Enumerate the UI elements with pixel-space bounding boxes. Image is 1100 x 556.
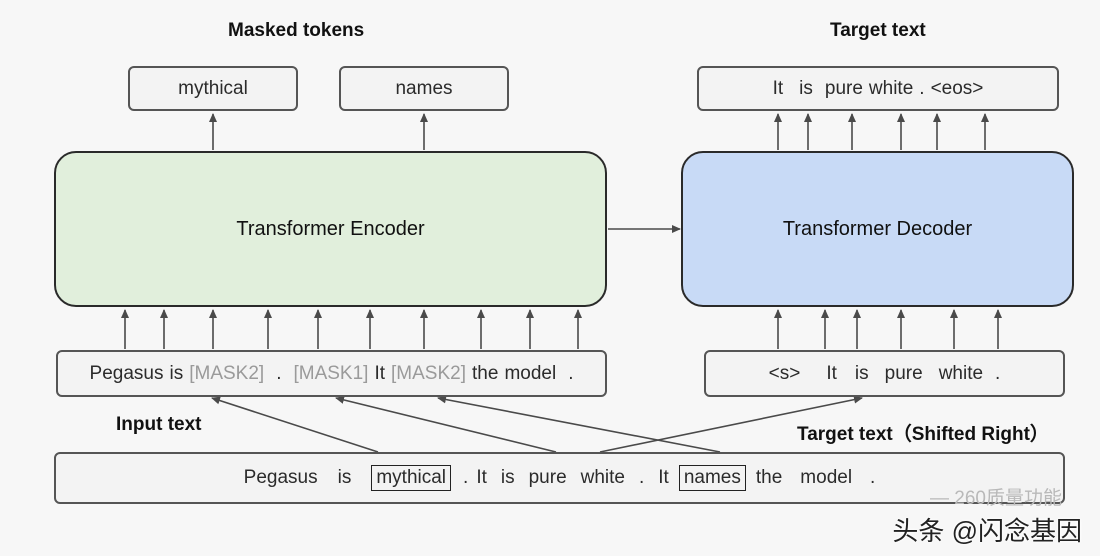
masked-output-names: names (339, 66, 509, 111)
decoder-input-token: . (995, 362, 1001, 384)
watermark-faint-text: — 260质量功能 (930, 488, 1062, 509)
source-token: . (639, 467, 645, 488)
source-token: is (337, 467, 352, 488)
target-output-token: pure (824, 77, 863, 99)
arrow-sentence-to-mask2a (335, 396, 557, 453)
encoder-input-token: is (169, 362, 184, 384)
decoder-input-token: <s> (768, 362, 801, 384)
source-token: It (658, 467, 669, 488)
decoder-input-token: is (854, 362, 869, 384)
source-token: pure (528, 467, 567, 488)
encoder-input-mask-token: [MASK1] (293, 362, 369, 384)
transformer-decoder: Transformer Decoder (681, 151, 1074, 307)
encoder-input-token: the (472, 362, 499, 384)
target-output-token: is (799, 77, 813, 99)
source-token: It (476, 467, 487, 488)
source-token: . (870, 467, 876, 488)
heading-target-shifted: Target text（Shifted Right） (797, 424, 1049, 445)
encoder-input-token: Pegasus (89, 362, 164, 384)
source-token: . (463, 467, 469, 488)
heading-masked-tokens: Masked tokens (228, 20, 365, 41)
transformer-encoder: Transformer Encoder (54, 151, 607, 307)
arrow-mythical-to-mask1 (211, 396, 379, 453)
encoder-label: Transformer Encoder (236, 217, 425, 240)
encoder-input-box: Pegasus is [MASK2] . [MASK1] It [MASK2] … (56, 350, 607, 397)
encoder-input-token: . (568, 362, 574, 384)
decoder-label: Transformer Decoder (782, 217, 973, 240)
masked-output-label: names (395, 77, 453, 99)
source-token-masked-names: names (678, 465, 746, 491)
decoder-input-token: pure (884, 362, 923, 384)
source-token: is (500, 467, 515, 488)
target-output-token: It (772, 77, 784, 99)
source-token: white (580, 467, 625, 488)
encoder-input-mask-token: [MASK2] (189, 362, 265, 384)
source-token: the (755, 467, 783, 488)
target-output-token: . (919, 77, 925, 99)
decoder-input-token: It (826, 362, 837, 384)
source-token: Pegasus (243, 467, 318, 488)
masked-output-mythical: mythical (128, 66, 298, 111)
heading-input-text: Input text (116, 414, 202, 435)
source-token: model (800, 467, 853, 488)
encoder-input-token: It (374, 362, 386, 384)
decoder-input-token: white (938, 362, 984, 384)
masked-output-label: mythical (178, 77, 248, 99)
arrow-names-to-mask2b (437, 395, 721, 453)
encoder-input-token: . (276, 362, 282, 384)
source-token-masked-mythical: mythical (371, 465, 452, 491)
target-output-box: It is pure white . <eos> (697, 66, 1059, 111)
encoder-input-token: model (504, 362, 557, 384)
target-output-token: white (868, 77, 914, 99)
encoder-input-mask-token: [MASK2] (391, 362, 467, 384)
watermark-text: 头条 @闪念基因 (892, 516, 1082, 546)
target-output-token: <eos> (930, 77, 984, 99)
heading-target-text: Target text (830, 20, 926, 41)
source-sentence-box: Pegasus is mythical . It is pure white .… (54, 452, 1065, 504)
decoder-input-box: <s> It is pure white . (704, 350, 1065, 397)
arrow-sentence-to-decoder-input (599, 395, 863, 453)
